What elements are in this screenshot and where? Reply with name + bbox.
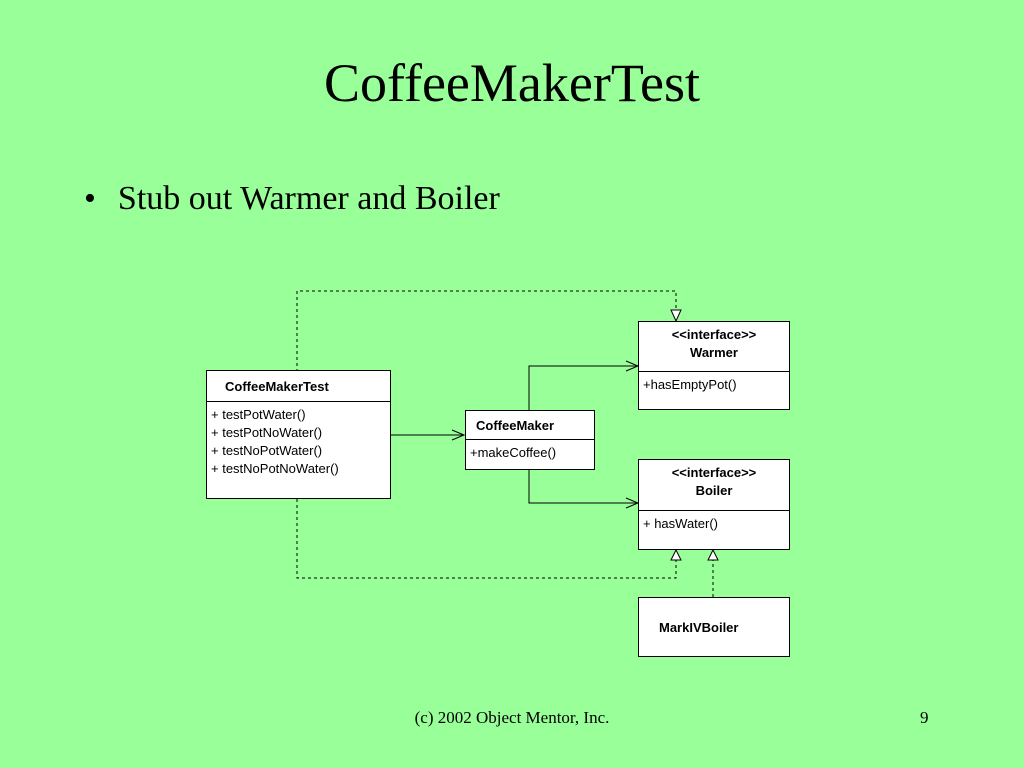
footer-copyright: (c) 2002 Object Mentor, Inc.: [414, 708, 610, 727]
class-coffeemaker: CoffeeMaker +makeCoffee(): [465, 410, 595, 470]
class-operations: +hasEmptyPot(): [639, 372, 789, 398]
class-coffeemakertest: CoffeeMakerTest + testPotWater() + testP…: [206, 370, 391, 499]
bullet-item: • Stub out Warmer and Boiler: [84, 180, 500, 218]
interface-warmer: <<interface>> Warmer +hasEmptyPot(): [638, 321, 790, 410]
association-coffeemaker-boiler: [528, 470, 638, 504]
operation: +makeCoffee(): [470, 445, 557, 460]
operation: +hasEmptyPot(): [643, 377, 737, 392]
page-number: 9: [920, 708, 929, 727]
class-operations: +makeCoffee(): [466, 440, 594, 466]
realization-boiler-arrowhead: [670, 548, 682, 561]
class-name: CoffeeMaker: [466, 411, 594, 440]
operation: + testNoPotNoWater(): [211, 461, 339, 476]
realization-warmer-line: [296, 290, 677, 372]
association-coffeemaker-warmer: [528, 365, 638, 410]
bullet-marker: •: [84, 180, 96, 217]
operation: + testPotWater(): [211, 407, 306, 422]
slide-title: CoffeeMakerTest: [323, 53, 701, 113]
stereotype: <<interface>>: [671, 465, 757, 480]
interface-header: <<interface>> Warmer: [639, 322, 789, 372]
association-test-coffeemaker-head: [451, 429, 466, 441]
stereotype: <<interface>>: [671, 327, 757, 342]
operation: + testNoPotWater(): [211, 443, 323, 458]
class-name: MarkIVBoiler: [659, 619, 739, 635]
class-operations: + testPotWater() + testPotNoWater() + te…: [207, 402, 390, 482]
realization-boiler-line: [296, 499, 677, 579]
operation: + hasWater(): [643, 516, 719, 531]
class-markivboiler: MarkIVBoiler: [638, 597, 790, 657]
bullet-text: Stub out Warmer and Boiler: [117, 180, 500, 217]
operation: + testPotNoWater(): [211, 425, 323, 440]
class-name: CoffeeMakerTest: [207, 371, 390, 402]
interface-header: <<interface>> Boiler: [639, 460, 789, 511]
class-name: Warmer: [690, 345, 738, 360]
class-name: Boiler: [695, 483, 733, 498]
realization-warmer-arrowhead: [670, 309, 682, 323]
realization-markiv-arrowhead: [707, 548, 719, 561]
class-operations: + hasWater(): [639, 511, 789, 537]
interface-boiler: <<interface>> Boiler + hasWater(): [638, 459, 790, 550]
